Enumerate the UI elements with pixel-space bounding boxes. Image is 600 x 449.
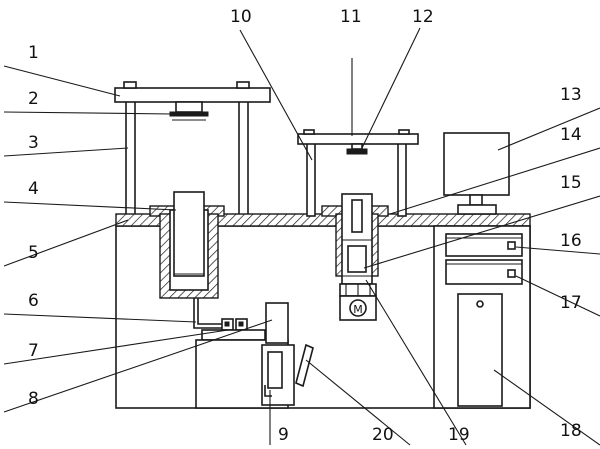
monitor-screen <box>443 132 510 196</box>
left-post-left <box>125 99 136 217</box>
label-12: 12 <box>412 7 434 27</box>
lever <box>295 343 314 388</box>
right-top-plate <box>297 133 419 145</box>
motor-symbol-circle <box>349 299 367 317</box>
label-7: 7 <box>28 341 39 361</box>
left-cap-b <box>236 81 250 89</box>
label-13: 13 <box>560 85 582 105</box>
monitor-base <box>457 204 497 215</box>
leader-lines <box>3 27 600 446</box>
left-platen <box>169 111 209 117</box>
cabinet-door <box>457 293 503 407</box>
monitor-stand <box>469 194 483 206</box>
right-post-left <box>306 139 316 217</box>
right-press-frame <box>297 129 419 217</box>
left-cap-a <box>123 81 137 89</box>
control-handle <box>267 351 283 389</box>
right-cap-b <box>398 129 410 135</box>
label-11: 11 <box>340 7 362 27</box>
right-cylinder-rod <box>351 199 363 233</box>
label-10: 10 <box>230 7 252 27</box>
label-15: 15 <box>560 173 582 193</box>
label-2: 2 <box>28 89 39 109</box>
left-mould-piston <box>173 191 205 277</box>
instrument-16 <box>445 233 523 257</box>
label-9: 9 <box>278 425 289 445</box>
part-numbers: 1 2 3 4 5 6 7 8 9 10 11 12 13 14 15 16 1… <box>28 7 582 445</box>
instrument-rack <box>433 225 531 409</box>
label-18: 18 <box>560 421 582 441</box>
control-column <box>265 302 289 344</box>
right-cap-a <box>303 129 315 135</box>
valve-base <box>201 329 266 341</box>
label-3: 3 <box>28 133 39 153</box>
label-16: 16 <box>560 231 582 251</box>
label-6: 6 <box>28 291 39 311</box>
label-17: 17 <box>560 293 582 313</box>
label-4: 4 <box>28 179 39 199</box>
left-post-right <box>238 99 249 217</box>
left-top-plate <box>114 87 271 103</box>
monitor <box>443 132 510 215</box>
label-8: 8 <box>28 389 39 409</box>
control-box <box>195 302 295 409</box>
motor-symbol: M <box>353 303 363 316</box>
right-post-right <box>397 139 407 217</box>
left-mould <box>149 191 225 299</box>
label-19: 19 <box>448 425 470 445</box>
label-20: 20 <box>372 425 394 445</box>
label-5: 5 <box>28 243 39 263</box>
left-press-frame <box>114 81 271 217</box>
label-14: 14 <box>560 125 582 145</box>
left-platen-stem <box>175 101 203 113</box>
label-1: 1 <box>28 43 39 63</box>
